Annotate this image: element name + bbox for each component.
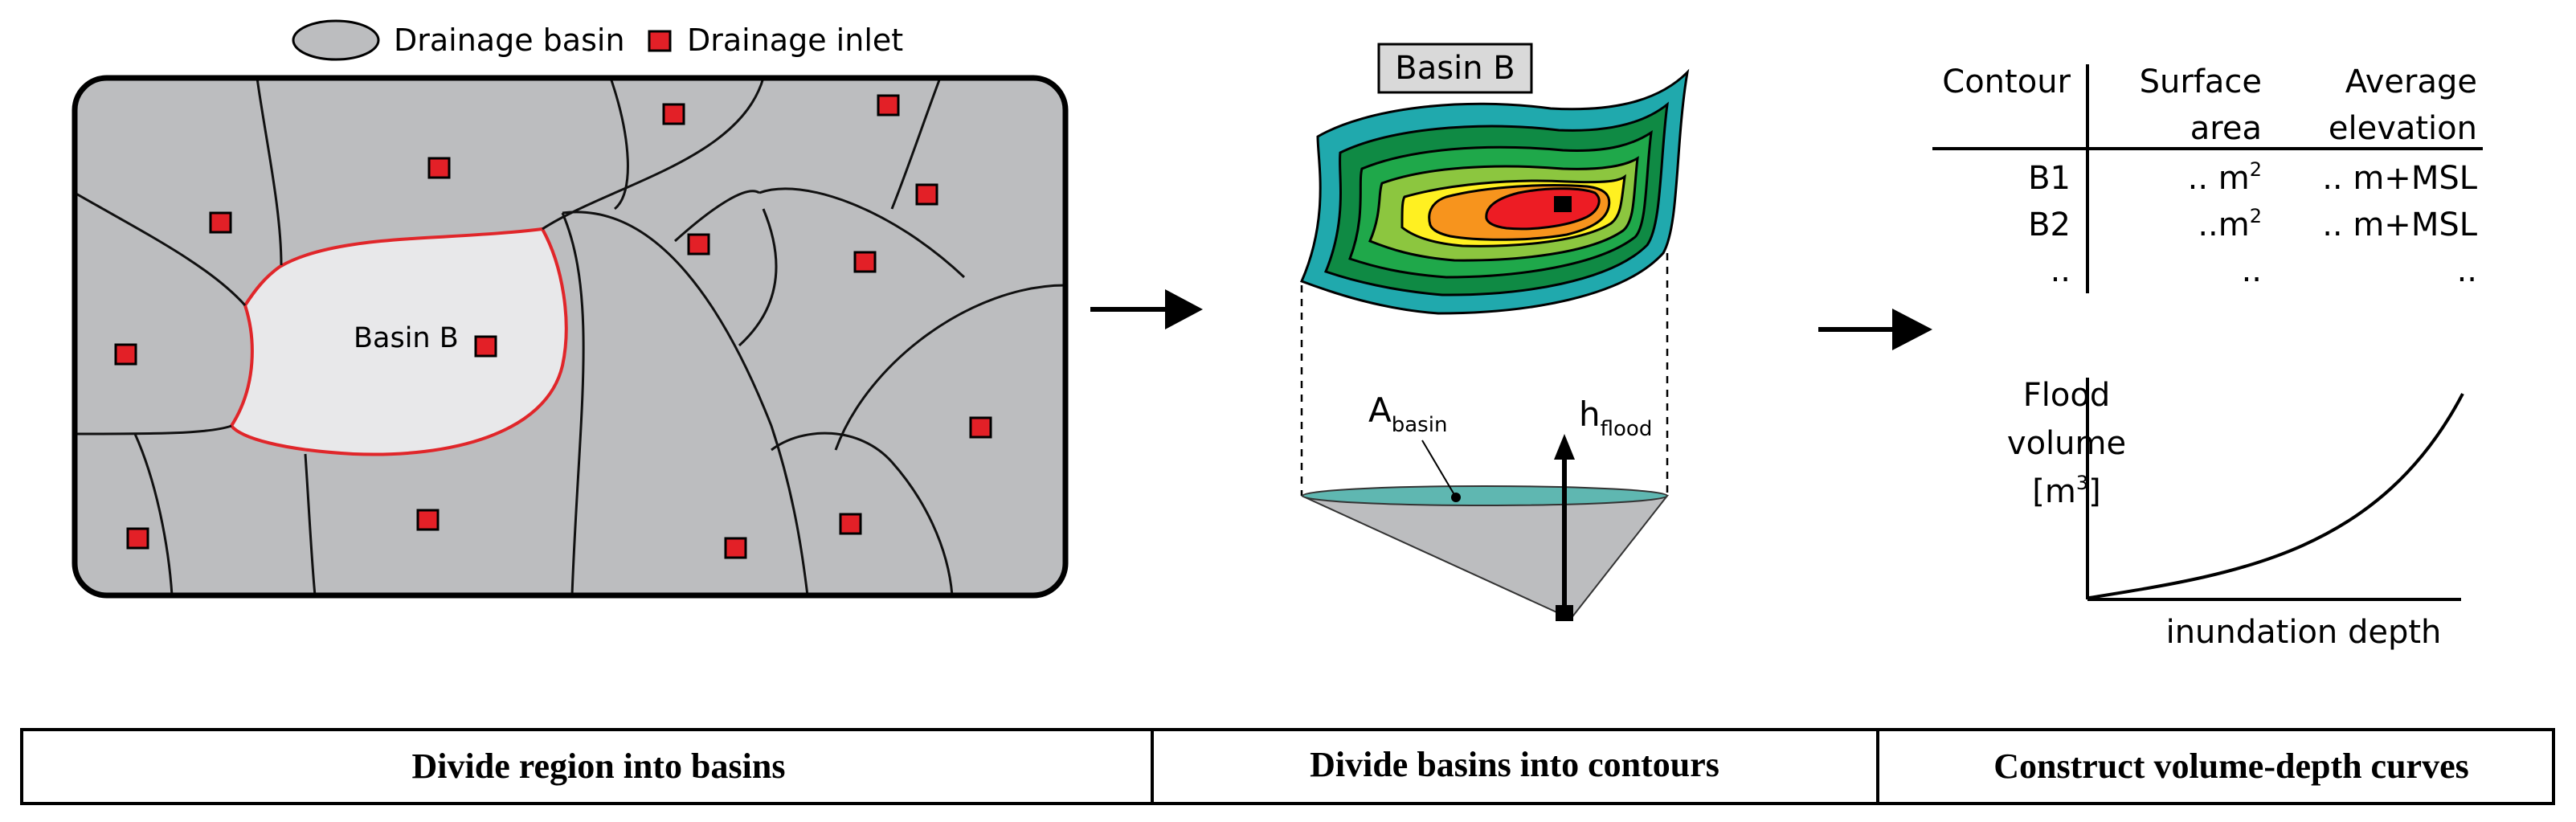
drainage-inlet — [687, 233, 710, 256]
drainage-inlet — [969, 416, 992, 439]
contour-map — [1299, 68, 1690, 315]
table-header-surface: Surface — [2140, 63, 2262, 100]
height-flood-label: hflood — [1579, 395, 1652, 441]
boundary-line — [562, 211, 809, 595]
region-map: Basin B — [72, 75, 1069, 599]
step-label-curves: Construct volume-depth curves — [1993, 746, 2469, 786]
step-label-basins: Divide region into basins — [412, 746, 786, 786]
step-bar: Divide region into basins Divide basins … — [20, 728, 2555, 805]
flood-height-arrowhead — [1554, 434, 1575, 460]
boundary-line — [75, 424, 232, 436]
boundary-line — [561, 212, 585, 595]
boundary-line — [133, 433, 174, 595]
table-cell-elevation: .. m+MSL — [2322, 160, 2478, 197]
table-header-area: area — [2190, 110, 2262, 147]
basin-volume-cone — [1301, 495, 1670, 620]
table-cell-contour: .. — [2051, 252, 2071, 289]
inlet-group — [114, 94, 992, 559]
basin-b-title: Basin B — [1395, 50, 1515, 87]
drainage-inlet — [474, 335, 497, 358]
curve-ylabel-unit: [m3] — [2032, 472, 2100, 510]
table-cell-contour: B1 — [2028, 160, 2071, 197]
drainage-inlet — [662, 103, 685, 125]
table-cell-area: ..m2 — [2198, 205, 2262, 243]
step-label-contours: Divide basins into contours — [1310, 745, 1719, 784]
area-basin-label: Abasin — [1368, 391, 1447, 437]
drainage-inlet — [724, 537, 747, 559]
curve-line — [2088, 393, 2464, 599]
boundary-line — [834, 284, 1065, 451]
region-map-background — [75, 78, 1065, 595]
table-header-elevation: elevation — [2329, 110, 2477, 147]
drainage-inlet — [853, 251, 877, 273]
table-cell-elevation: .. m+MSL — [2322, 207, 2478, 243]
step-arrow-1 — [1090, 289, 1203, 329]
legend-basin-swatch — [292, 19, 380, 61]
table-cell-contour: B2 — [2028, 207, 2071, 243]
contour-panel: Basin B Abasin hflood — [1299, 43, 1690, 621]
table-header-average: Average — [2345, 63, 2477, 100]
basin-b-label: Basin B — [354, 322, 459, 354]
table-header-contour: Contour — [1942, 63, 2071, 100]
boundary-line — [75, 191, 247, 307]
drainage-inlet — [427, 157, 451, 179]
boundary-line — [304, 453, 317, 595]
volume-depth-curve: Flood volume [m3] inundation depth — [2007, 377, 2464, 651]
water-surface-ellipse — [1302, 485, 1668, 506]
region-map-border — [72, 75, 1069, 599]
boundary-line — [738, 208, 778, 347]
drainage-inlet — [416, 509, 440, 531]
step-bar-frame — [20, 728, 2555, 805]
table-cell-elevation: .. — [2457, 252, 2477, 289]
curve-ylabel-line-1: Flood — [2023, 377, 2110, 414]
boundary-line — [771, 431, 954, 595]
cone-apex-marker — [1556, 605, 1573, 621]
boundary-line — [673, 190, 760, 243]
area-pointer-line — [1421, 440, 1457, 498]
table-cell-area: .. m2 — [2188, 158, 2262, 197]
boundary-line — [890, 78, 942, 210]
basin-b-title-box — [1377, 43, 1533, 94]
legend: Drainage basin Drainage inlet — [292, 19, 903, 61]
basin-b-inlet-marker — [1554, 196, 1572, 212]
drainage-inlet — [126, 527, 149, 550]
basin-boundaries — [75, 78, 1065, 595]
legend-inlet-label: Drainage inlet — [687, 22, 903, 58]
drainage-inlet — [915, 183, 938, 206]
curve-ylabel-line-2: volume — [2007, 425, 2126, 462]
boundary-line — [256, 78, 283, 266]
step-arrow-2 — [1818, 309, 1932, 350]
legend-basin-label: Drainage basin — [394, 22, 625, 58]
contour-table: Contour Surface area Average elevation B… — [1932, 63, 2483, 293]
boundary-line — [609, 78, 629, 211]
curve-xlabel: inundation depth — [2166, 614, 2442, 651]
drainage-inlet — [839, 513, 862, 535]
basin-b-area — [229, 227, 568, 456]
drainage-inlet — [209, 211, 232, 234]
table-cell-area: .. — [2242, 252, 2262, 289]
drainage-inlet — [114, 343, 137, 366]
legend-inlet-swatch — [648, 30, 672, 52]
drainage-inlet — [877, 94, 900, 117]
boundary-line — [758, 187, 966, 279]
